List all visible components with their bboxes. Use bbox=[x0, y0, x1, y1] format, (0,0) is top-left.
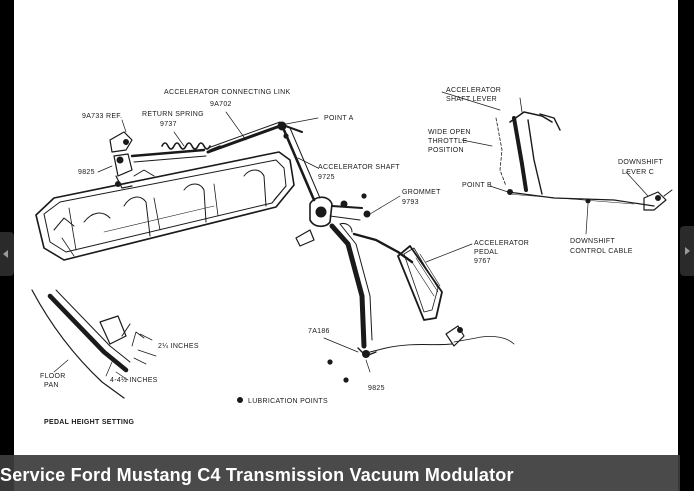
diagram-labels: ACCELERATOR CONNECTING LINK 9A702 9A733 … bbox=[40, 87, 664, 426]
connecting-link-drawing bbox=[206, 121, 321, 202]
image-stage: ACCELERATOR CONNECTING LINK 9A702 9A733 … bbox=[14, 0, 678, 491]
label-downshift-cable-1: DOWNSHIFT bbox=[570, 238, 616, 245]
label-accel-pedal-1: ACCELERATOR bbox=[474, 240, 529, 247]
label-lubrication-points: LUBRICATION POINTS bbox=[248, 398, 328, 405]
leader-lines bbox=[97, 91, 649, 373]
label-grommet: GROMMET bbox=[402, 189, 441, 196]
label-accel-shaft-lever-2: SHAFT LEVER bbox=[446, 96, 497, 103]
pivot-assembly-drawing bbox=[295, 196, 371, 247]
throttle-bracket-drawing bbox=[109, 131, 221, 189]
previous-image-button[interactable] bbox=[0, 232, 14, 276]
label-dim-4-45-inches: 4-4½ INCHES bbox=[110, 376, 158, 384]
label-7a186: 7A186 bbox=[308, 328, 330, 335]
pedal-height-inset-drawing bbox=[31, 289, 157, 399]
label-9825-bottom: 9825 bbox=[368, 385, 385, 392]
chevron-right-icon bbox=[685, 247, 690, 255]
label-accel-pedal-2: PEDAL bbox=[474, 249, 498, 256]
label-9a733-ref: 9A733 REF. bbox=[82, 113, 122, 120]
label-downshift-lever-2: LEVER C bbox=[622, 169, 654, 176]
caption-bar: Service Ford Mustang C4 Transmission Vac… bbox=[0, 455, 680, 491]
label-pedal-height-setting: PEDAL HEIGHT SETTING bbox=[44, 419, 135, 426]
label-accel-shaft-lever-1: ACCELERATOR bbox=[446, 87, 501, 94]
label-grommet-num: 9793 bbox=[402, 199, 419, 206]
label-return-spring-num: 9737 bbox=[160, 121, 177, 128]
label-accel-connecting-link: ACCELERATOR CONNECTING LINK bbox=[164, 89, 291, 96]
label-return-spring: RETURN SPRING bbox=[142, 111, 204, 118]
chevron-left-icon bbox=[3, 250, 8, 258]
label-accel-connecting-link-num: 9A702 bbox=[210, 101, 232, 108]
label-floor-pan-2: PAN bbox=[44, 382, 59, 389]
valve-cover-drawing bbox=[35, 151, 295, 261]
diagram-svg: ACCELERATOR CONNECTING LINK 9A702 9A733 … bbox=[31, 87, 673, 426]
label-wot-3: POSITION bbox=[428, 147, 464, 154]
label-accel-shaft: ACCELERATOR SHAFT bbox=[318, 164, 400, 171]
label-dim-2-25-inches: 2¼ INCHES bbox=[158, 343, 199, 350]
label-downshift-cable-2: CONTROL CABLE bbox=[570, 248, 633, 255]
linkage-diagram: ACCELERATOR CONNECTING LINK 9A702 9A733 … bbox=[14, 0, 678, 455]
next-image-button[interactable] bbox=[680, 226, 694, 276]
label-point-a: POINT A bbox=[324, 115, 354, 122]
label-9825-top: 9825 bbox=[78, 169, 95, 176]
label-accel-pedal-num: 9767 bbox=[474, 258, 491, 265]
shaft-lever-drawing bbox=[495, 97, 673, 211]
caption-title: Service Ford Mustang C4 Transmission Vac… bbox=[0, 465, 514, 485]
label-point-b: POINT B bbox=[462, 182, 492, 189]
label-floor-pan-1: FLOOR bbox=[40, 373, 66, 380]
pedal-arm-drawing bbox=[329, 223, 515, 358]
label-wot-2: THROTTLE bbox=[428, 138, 467, 145]
label-wot-1: WIDE OPEN bbox=[428, 129, 471, 136]
label-downshift-lever-1: DOWNSHIFT bbox=[618, 159, 664, 166]
label-accel-shaft-num: 9725 bbox=[318, 174, 335, 181]
